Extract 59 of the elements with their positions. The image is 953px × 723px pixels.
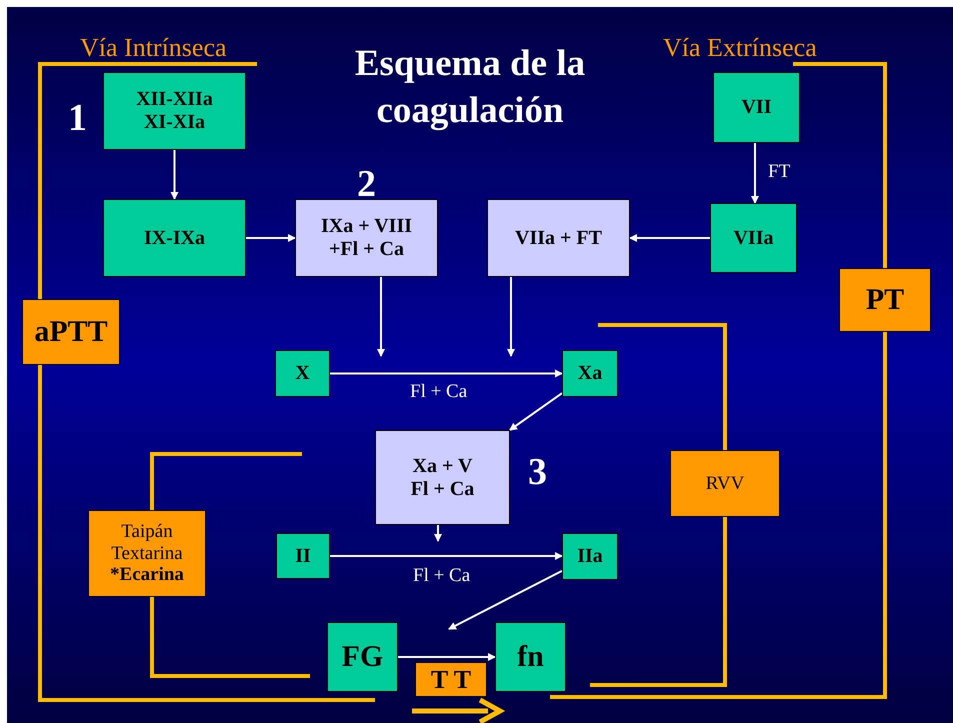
step-number: 2 [357, 162, 376, 207]
arrow [629, 234, 710, 242]
edge-label: FT [768, 160, 790, 184]
arrow [398, 653, 496, 661]
factor-box [487, 199, 630, 277]
arrow [507, 277, 515, 357]
arrow [751, 143, 759, 204]
arrow [377, 277, 385, 357]
box-label: IXa + VIII +Fl + Ca [320, 215, 414, 261]
arrow [509, 392, 563, 431]
box-label: X [295, 362, 310, 385]
box-label: Textarina [111, 542, 183, 564]
test-box [839, 268, 931, 332]
factor-box [710, 203, 797, 273]
factor-box [103, 72, 246, 150]
factor-box [562, 350, 618, 397]
factor-box [295, 199, 438, 277]
box-label: Xa [578, 362, 602, 385]
box-label: T T [430, 664, 472, 694]
box-label: Taipán [121, 520, 173, 543]
box-label: VII [741, 96, 772, 119]
factor-box [327, 622, 398, 692]
test-box [22, 299, 120, 365]
factor-box [562, 533, 618, 580]
box-label: aPTT [34, 314, 108, 350]
section-heading: Vía Extrínseca [663, 32, 817, 64]
arrow [170, 150, 178, 200]
test-box [415, 662, 487, 697]
edge-label: Fl + Ca [410, 380, 468, 404]
edge-label: Fl + Ca [413, 564, 470, 588]
arrow [330, 552, 563, 560]
factor-box [713, 72, 800, 143]
section-heading: Vía Intrínseca [80, 32, 227, 64]
box-label: PT [866, 282, 904, 318]
box-label: IIa [577, 545, 603, 568]
factor-box [276, 533, 330, 579]
title: Esquema de la coagulación [354, 42, 586, 133]
test-box [88, 510, 206, 597]
arrow [448, 570, 562, 630]
test-box [670, 450, 780, 517]
step-number: 1 [68, 96, 87, 141]
box-label: IX-IXa [144, 226, 206, 250]
factor-box [375, 430, 510, 525]
factor-box [275, 350, 330, 397]
box-label: VIIa + FT [515, 226, 602, 250]
box-label: *Ecarina [110, 564, 184, 586]
factor-box [103, 199, 246, 277]
box-label: VIIa [733, 226, 774, 250]
arrow [434, 525, 442, 542]
factor-box [495, 622, 566, 692]
arrow [330, 370, 563, 378]
box-label: fn [517, 640, 544, 674]
box-label: XII-XIIa XI-XIa [135, 88, 214, 134]
box-label: FG [342, 640, 384, 674]
box-label: Xa + V Fl + Ca [410, 454, 476, 500]
step-number: 3 [528, 450, 547, 495]
box-label: II [295, 544, 311, 568]
box-label: RVV [706, 472, 744, 494]
arrow [246, 234, 296, 242]
